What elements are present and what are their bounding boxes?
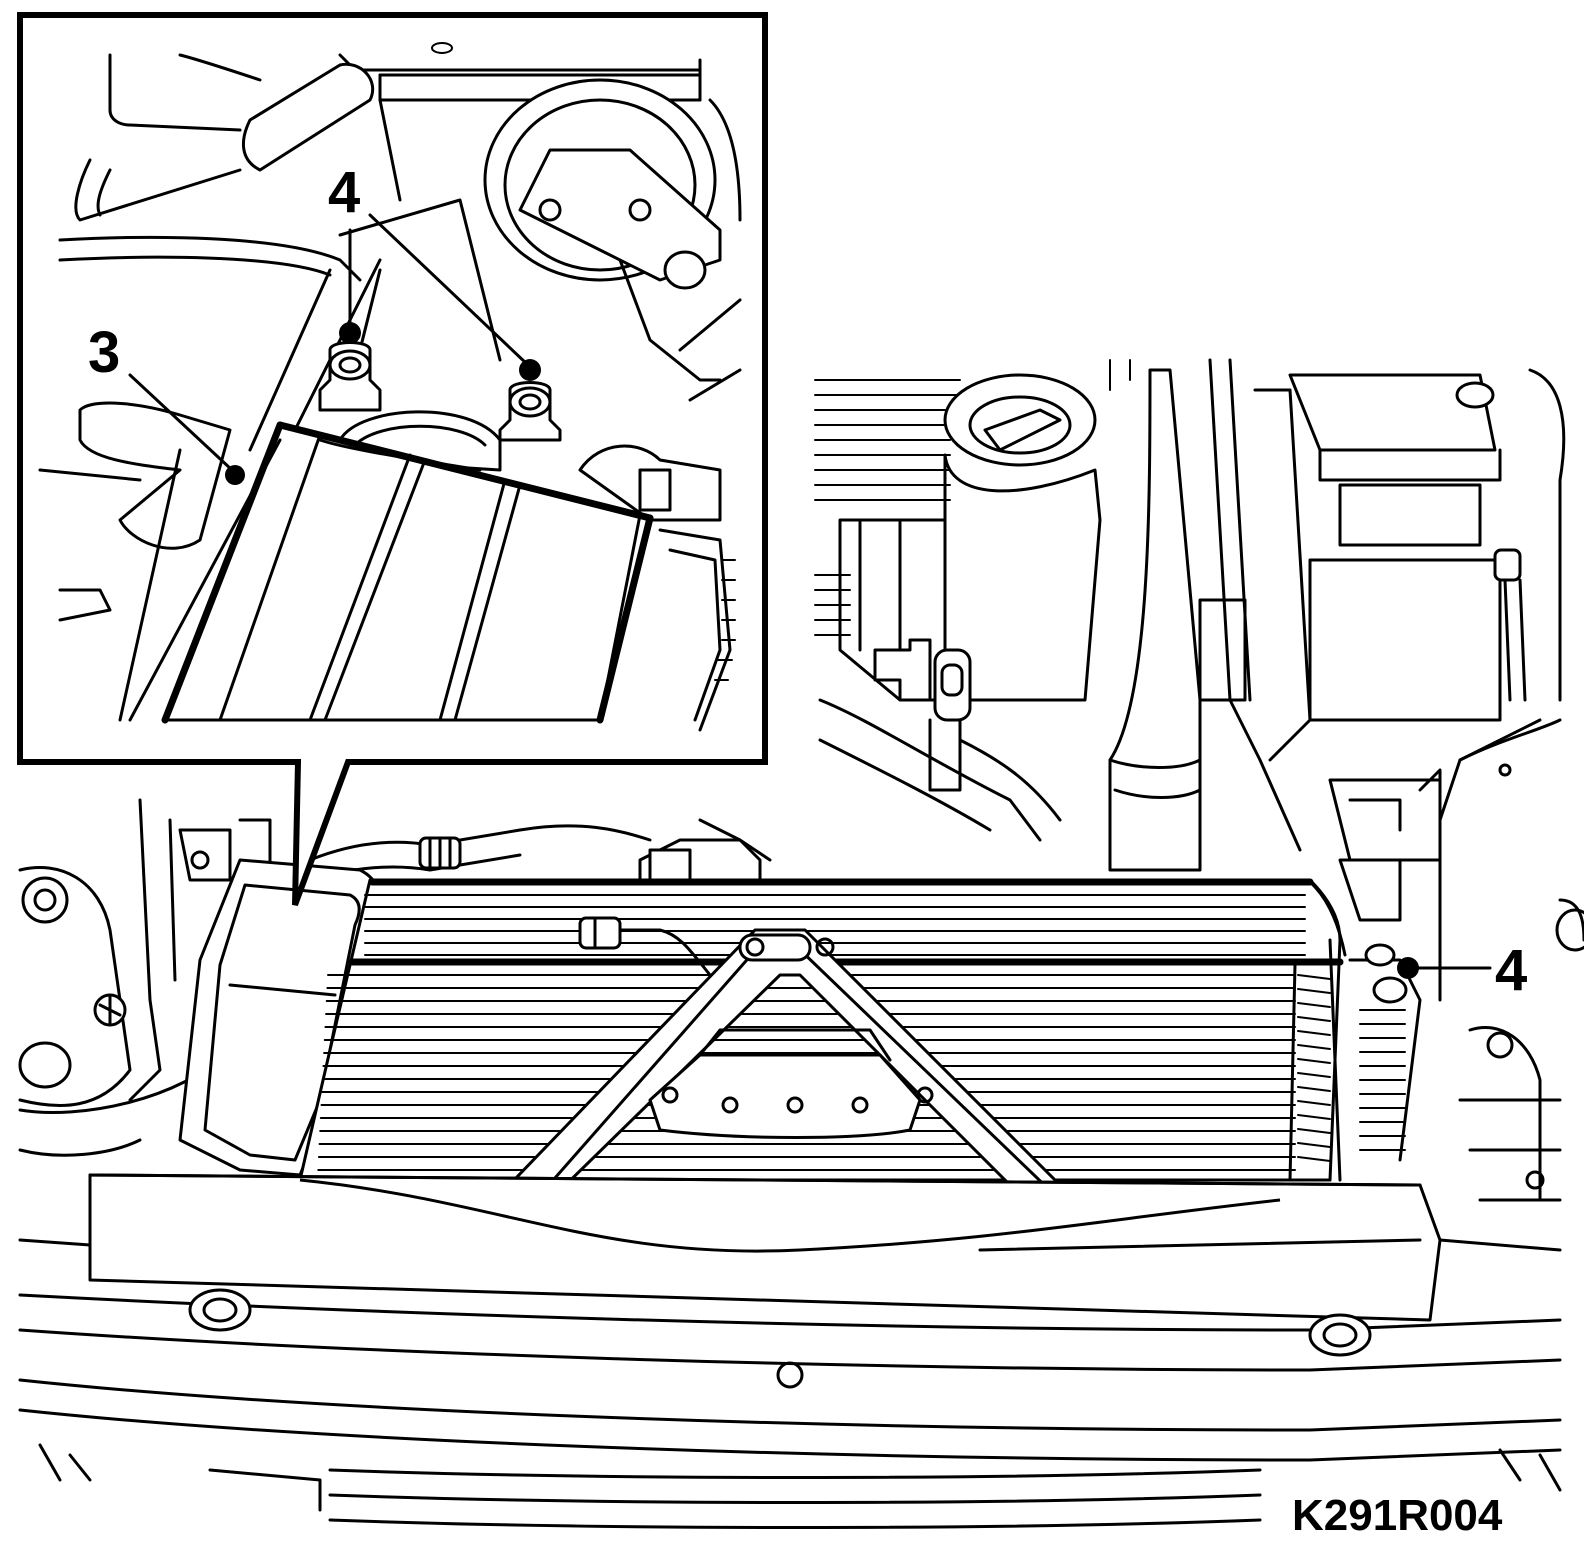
tank-rib xyxy=(1297,1114,1331,1120)
bumper-hole-right xyxy=(1308,1313,1372,1357)
right-mount xyxy=(1338,858,1584,1202)
inset-leaders xyxy=(128,213,541,485)
main-view xyxy=(18,358,1584,1529)
tank-rib xyxy=(1297,1002,1331,1008)
inset-part-3 xyxy=(78,401,232,550)
tank-rib xyxy=(1297,1100,1331,1106)
battery xyxy=(1198,358,1527,852)
upper-hoses xyxy=(308,818,772,882)
bumper-hole-left xyxy=(188,1288,252,1332)
bumper-beam xyxy=(18,1173,1562,1529)
fastener-upper-right xyxy=(1364,943,1396,967)
tank-rib xyxy=(1297,1086,1331,1092)
tank-rib xyxy=(1297,1142,1331,1148)
callout-label-3-inset: 3 xyxy=(88,320,120,385)
callout-label-4-main: 4 xyxy=(1495,938,1527,1003)
engine-compartment-background xyxy=(814,358,1566,1002)
inset-drawing xyxy=(38,42,742,732)
main-leaders xyxy=(1397,957,1492,979)
figure-code: K291R004 xyxy=(1292,1491,1503,1540)
tank-rib xyxy=(1297,1156,1331,1162)
tank-rib xyxy=(1297,988,1331,994)
tank-rib xyxy=(1297,1058,1331,1064)
tank-rib xyxy=(1297,1128,1331,1134)
tank-rib xyxy=(1297,1072,1331,1078)
detail-inset: 4 3 xyxy=(17,12,768,907)
bolt-icon xyxy=(1486,1031,1514,1059)
fastener-lower-right xyxy=(1372,976,1408,1004)
tank-rib xyxy=(1297,1044,1331,1050)
tank-rib xyxy=(1297,1030,1331,1036)
tank-rib xyxy=(1297,1016,1331,1022)
callout-dot xyxy=(1397,957,1419,979)
callout-dot xyxy=(339,322,361,344)
tank-rib xyxy=(1297,974,1331,980)
callout-label-4-inset: 4 xyxy=(328,160,360,225)
callout-dot xyxy=(519,359,541,381)
callout-dot xyxy=(225,465,245,485)
